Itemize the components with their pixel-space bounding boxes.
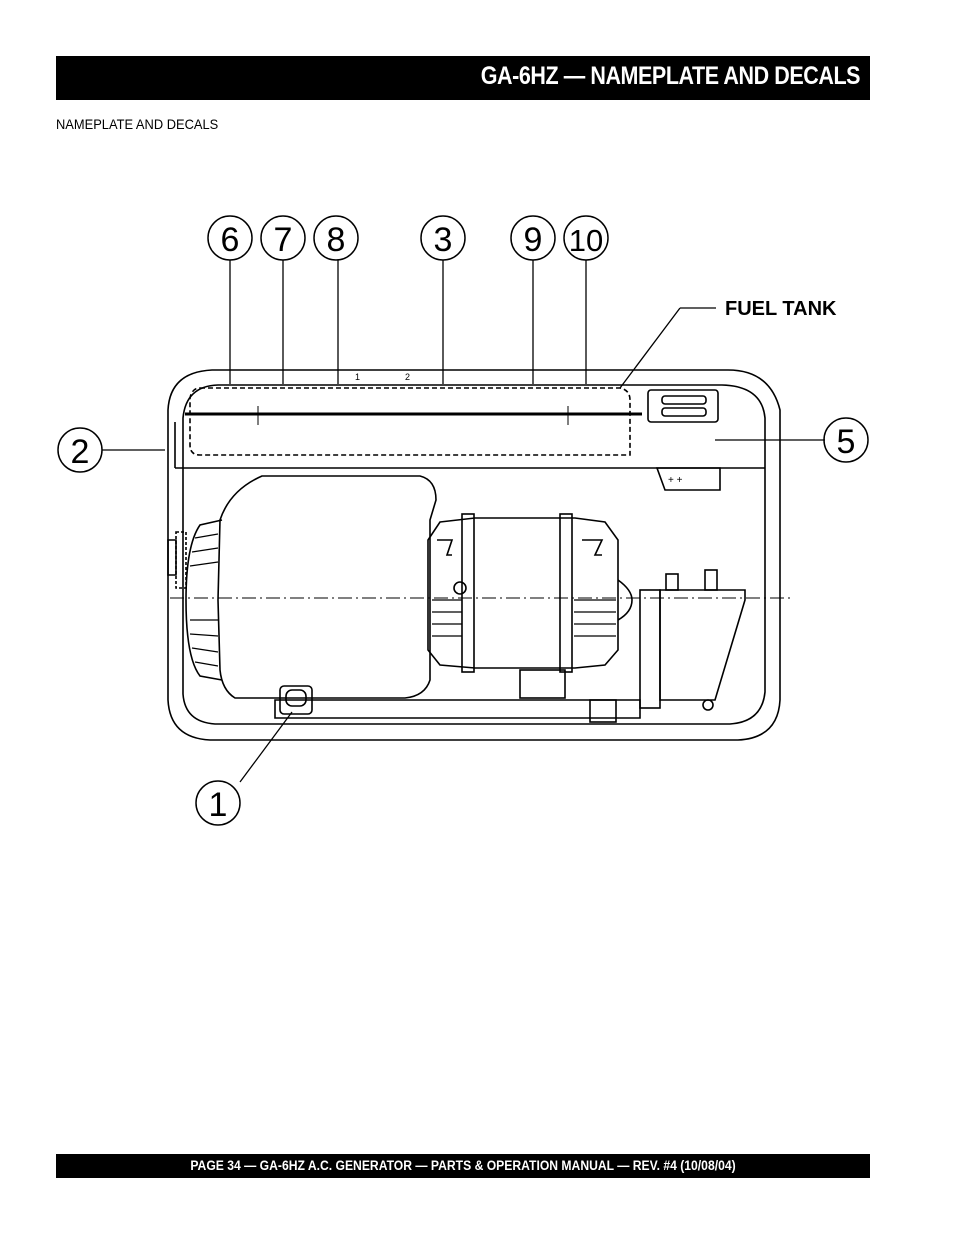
callout-2: 2 bbox=[71, 433, 90, 471]
callout-10: 10 bbox=[569, 223, 603, 258]
callout-1: 1 bbox=[209, 786, 228, 824]
alternator bbox=[427, 517, 619, 669]
callout-8: 8 bbox=[327, 221, 346, 259]
engine-body bbox=[217, 475, 437, 699]
callout-6: 6 bbox=[221, 221, 240, 259]
section-label: NAMEPLATE AND DECALS bbox=[56, 116, 219, 132]
callout-3: 3 bbox=[434, 221, 453, 259]
outer-frame bbox=[167, 369, 781, 741]
tank-mark-1: 1 bbox=[355, 372, 360, 382]
tank-mark-2: 2 bbox=[405, 372, 410, 382]
inner-frame bbox=[182, 384, 766, 725]
fuel-tank-label: FUEL TANK bbox=[725, 298, 837, 320]
svg-text:+ +: + + bbox=[668, 475, 683, 486]
page-header-bar: GA-6HZ — NAMEPLATE AND DECALS bbox=[56, 56, 870, 100]
callout-9: 9 bbox=[524, 221, 543, 259]
page-footer-bar: PAGE 34 — GA-6HZ A.C. GENERATOR — PARTS … bbox=[56, 1154, 870, 1178]
callout-5: 5 bbox=[837, 423, 856, 461]
page-footer-text: PAGE 34 — GA-6HZ A.C. GENERATOR — PARTS … bbox=[190, 1158, 736, 1173]
control-box bbox=[659, 589, 746, 701]
callout-7: 7 bbox=[274, 221, 293, 259]
fuel-tank bbox=[189, 387, 631, 456]
page-title: GA-6HZ — NAMEPLATE AND DECALS bbox=[480, 62, 861, 90]
